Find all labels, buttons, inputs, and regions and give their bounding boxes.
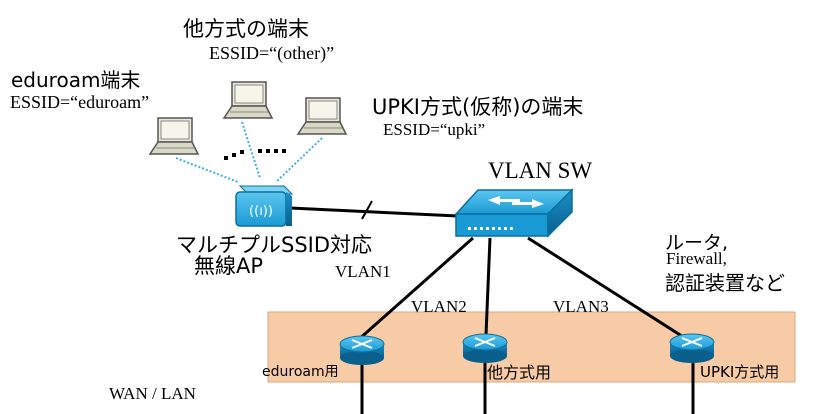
ap-switch-link (289, 206, 459, 218)
network-note-line3: 認証装置など (665, 271, 785, 295)
vlan1-link (357, 236, 474, 342)
svg-text:((ı)): ((ı)) (249, 204, 273, 219)
vlan1-label: VLAN1 (335, 262, 391, 281)
vlan2-label: VLAN2 (411, 297, 467, 316)
wan-lan-label: WAN / LAN (109, 384, 196, 403)
wireless-links (175, 121, 323, 183)
vlan3-link (527, 236, 689, 342)
router-label-other: 他方式用 (487, 363, 552, 382)
router-icon (669, 333, 715, 363)
switch-label: VLAN SW (488, 158, 593, 183)
terminal-eduroam-title: eduroam端末 (11, 68, 141, 92)
terminal-upki-title: UPKI方式(仮称)の端末 (372, 95, 584, 119)
vlan3-label: VLAN3 (553, 297, 609, 316)
network-note-line1: ルータ, (665, 232, 729, 254)
vlan-switch-icon (454, 188, 574, 238)
vlan2-link (484, 237, 492, 336)
router-icon (339, 335, 385, 365)
router-label-upki: UPKI方式用 (700, 363, 780, 381)
router-label-eduroam: eduroam用 (262, 364, 339, 380)
laptop-icon (296, 97, 348, 135)
laptop-icon (148, 117, 200, 155)
wireless-ap-icon: ((ı)) (235, 185, 294, 227)
ap-label-line1: マルチプルSSID対応 (176, 233, 373, 257)
terminal-upki-essid: ESSID=“upki” (383, 120, 486, 139)
terminal-other-title: 他方式の端末 (183, 17, 309, 41)
network-note-line2: Firewall, (666, 249, 727, 268)
laptop-icon (222, 81, 274, 119)
terminal-eduroam-essid: ESSID=“eduroam” (10, 92, 150, 112)
ap-label-line2: 無線AP (194, 254, 264, 278)
terminal-other-essid: ESSID=“(other)” (209, 43, 335, 63)
router-icon (462, 333, 508, 363)
